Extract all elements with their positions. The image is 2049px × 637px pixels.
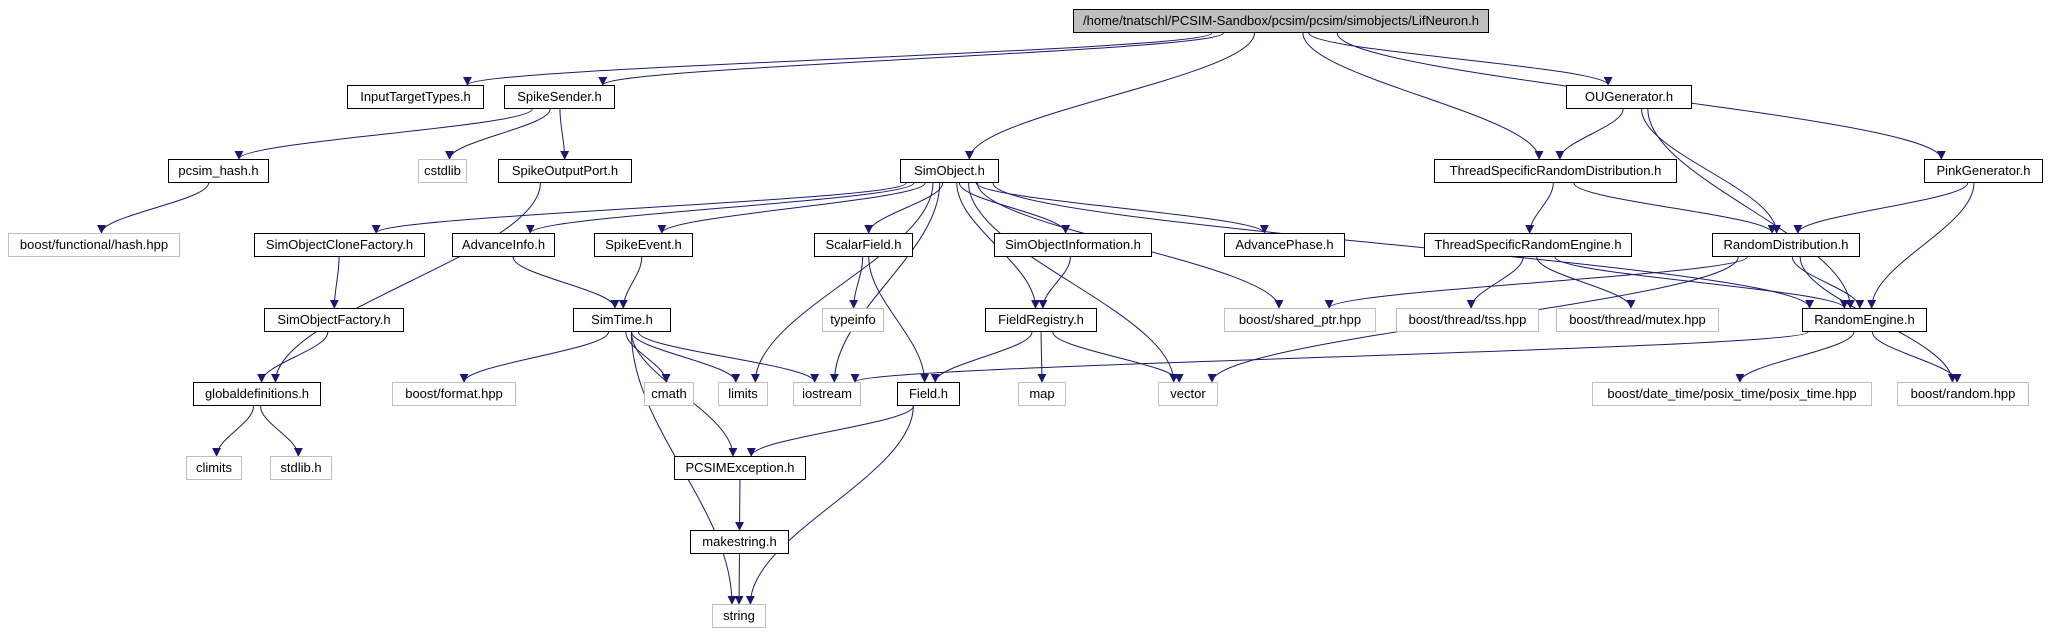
edge-tsre-to-mutex <box>1536 256 1636 309</box>
edge-tsrd-to-tsre <box>1525 182 1554 234</box>
node-climits: climits <box>186 456 242 480</box>
edge-randengine-to-iostream <box>850 331 1809 383</box>
edge-spikesender-to-pcsimhash <box>234 108 533 160</box>
edge-simobject-to-spikeevent <box>657 182 926 234</box>
node-spikeoutport[interactable]: SpikeOutputPort.h <box>498 159 632 183</box>
node-posixtime: boost/date_time/posix_time/posix_time.hp… <box>1592 382 1872 406</box>
node-pcsimexc[interactable]: PCSIMException.h <box>674 456 806 480</box>
edge-fieldreg-to-vector <box>1052 331 1184 383</box>
edge-tsre-to-randengine <box>1554 256 1849 309</box>
edge-advinfo-to-simtime <box>512 256 620 309</box>
node-typeinfo: typeinfo <box>822 308 884 332</box>
edge-soinfo-to-fieldreg <box>1038 256 1071 309</box>
node-fieldreg[interactable]: FieldRegistry.h <box>985 308 1097 332</box>
edge-randdist-to-randengine <box>1791 256 1865 309</box>
edge-spikeevent-to-simtime <box>618 256 643 309</box>
node-string: string <box>712 604 766 628</box>
node-cstdlib: cstdlib <box>418 159 467 183</box>
node-mutex: boost/thread/mutex.hpp <box>1556 308 1719 332</box>
edge-lif-to-inputtarget <box>463 32 1213 86</box>
node-tsre[interactable]: ThreadSpecificRandomEngine.h <box>1424 233 1632 257</box>
edge-scalarfield-to-fieldh <box>868 256 930 383</box>
node-globaldefs[interactable]: globaldefinitions.h <box>193 382 321 406</box>
edge-pcsimhash-to-boosthash <box>97 182 210 234</box>
node-simtime[interactable]: SimTime.h <box>573 308 671 332</box>
edge-ougen-to-randengine <box>1647 108 1855 309</box>
edge-tsre-to-tss <box>1466 256 1524 309</box>
edge-globaldefs-to-climits <box>212 405 255 457</box>
node-tsrd[interactable]: ThreadSpecificRandomDistribution.h <box>1434 159 1677 183</box>
node-lif[interactable]: /home/tnatschl/PCSIM-Sandbox/pcsim/pcsim… <box>1073 9 1489 33</box>
edge-lif-to-tsrd <box>1302 32 1544 160</box>
edge-simobject-to-scalarfield <box>864 182 944 234</box>
edge-globaldefs-to-stdlib <box>260 405 303 457</box>
node-advinfo[interactable]: AdvanceInfo.h <box>452 233 555 257</box>
node-simobject[interactable]: SimObject.h <box>900 159 999 183</box>
edge-simobject-to-randengine <box>992 182 1814 309</box>
edge-spikesender-to-cstdlib <box>445 108 551 160</box>
node-iostream: iostream <box>793 382 861 406</box>
edge-fieldh-to-pcsimexc <box>746 405 914 457</box>
node-boostrandom: boost/random.hpp <box>1897 382 2029 406</box>
edge-randdist-to-sharedptr <box>1324 256 1748 309</box>
edge-pinkgen-to-randdist <box>1793 182 1969 234</box>
edge-simobject-to-advphase <box>975 182 1269 234</box>
node-tss: boost/thread/tss.hpp <box>1396 308 1539 332</box>
edge-simtime-to-boostformat <box>459 331 610 383</box>
node-sharedptr: boost/shared_ptr.hpp <box>1224 308 1376 332</box>
node-pinkgen[interactable]: PinkGenerator.h <box>1924 159 2043 183</box>
edge-lif-to-spikesender <box>598 32 1224 86</box>
node-limits: limits <box>718 382 768 406</box>
edge-spikesender-to-spikeoutport <box>559 108 570 160</box>
node-spikesender[interactable]: SpikeSender.h <box>504 85 615 109</box>
node-advphase[interactable]: AdvancePhase.h <box>1224 233 1345 257</box>
edge-tsrd-to-randdist <box>1573 182 1777 234</box>
node-inputtarget[interactable]: InputTargetTypes.h <box>347 85 484 109</box>
edge-simtime-to-cmath <box>625 331 671 383</box>
edge-simobject-to-iostream <box>829 182 941 383</box>
edge-pinkgen-to-randengine <box>1867 182 1975 309</box>
edge-simtime-to-limits <box>631 331 741 383</box>
edge-sofactory-to-globaldefs <box>257 331 329 383</box>
edge-fieldh-to-string <box>745 405 914 605</box>
node-scalarfield[interactable]: ScalarField.h <box>814 233 913 257</box>
edge-ougen-to-tsrd <box>1555 108 1624 160</box>
node-vector: vector <box>1158 382 1218 406</box>
node-sofactory[interactable]: SimObjectFactory.h <box>264 308 404 332</box>
edge-randengine-to-boostrandom <box>1871 331 1962 383</box>
edge-lif-to-ougen <box>1308 32 1613 86</box>
node-soinfo[interactable]: SimObjectInformation.h <box>994 233 1152 257</box>
edge-ougen-to-randdist <box>1641 108 1782 234</box>
node-map: map <box>1018 382 1066 406</box>
edge-fieldreg-to-fieldh <box>930 331 1033 383</box>
node-randengine[interactable]: RandomEngine.h <box>1802 308 1927 332</box>
node-ougen[interactable]: OUGenerator.h <box>1566 85 1692 109</box>
node-cmath: cmath <box>644 382 694 406</box>
edge-lif-to-simobject <box>964 32 1255 160</box>
edge-scalarfield-to-typeinfo <box>849 256 864 309</box>
edge-spikeoutport-to-globaldefs <box>271 182 541 383</box>
edge-fieldreg-to-map <box>1037 331 1047 383</box>
edge-simtime-to-iostream <box>637 331 820 383</box>
node-boosthash: boost/functional/hash.hpp <box>8 233 180 257</box>
edge-socf-to-sofactory <box>329 256 340 309</box>
edge-simobject-to-vector <box>968 182 1179 383</box>
edge-randengine-to-posixtime <box>1735 331 1855 383</box>
node-boostformat: boost/format.hpp <box>392 382 516 406</box>
edge-simobject-to-socf <box>371 182 907 234</box>
node-fieldh[interactable]: Field.h <box>897 382 960 406</box>
node-socf[interactable]: SimObjectCloneFactory.h <box>254 233 425 257</box>
node-makestring[interactable]: makestring.h <box>690 530 789 554</box>
edge-simobject-to-advinfo <box>525 182 915 234</box>
node-stdlib: stdlib.h <box>270 456 332 480</box>
node-randdist[interactable]: RandomDistribution.h <box>1712 233 1860 257</box>
edge-simobject-to-soinfo <box>958 182 1071 234</box>
node-pcsimhash[interactable]: pcsim_hash.h <box>168 159 269 183</box>
edge-simobject-to-limits <box>750 182 934 383</box>
node-spikeevent[interactable]: SpikeEvent.h <box>594 233 693 257</box>
